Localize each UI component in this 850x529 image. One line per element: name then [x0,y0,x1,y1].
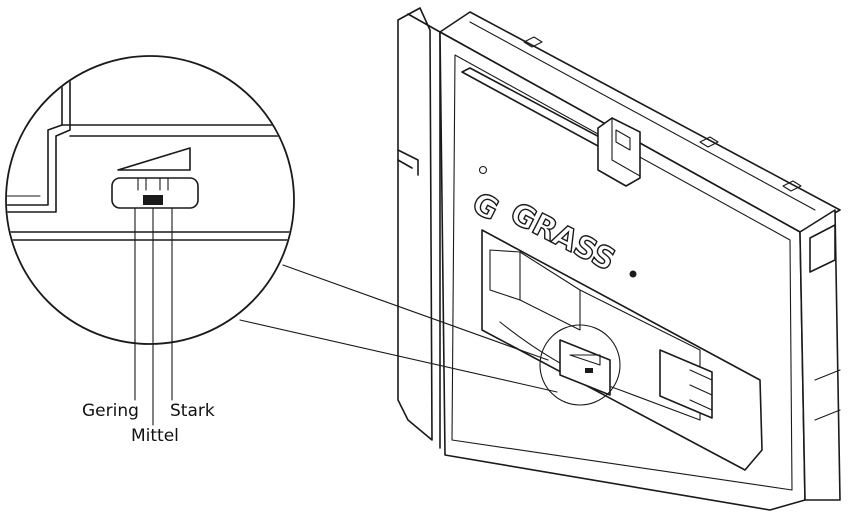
detail-wall-inner [7,59,71,213]
leader-line-top [282,264,549,361]
adjuster-slide [659,349,713,419]
label-mittel: Mittel [131,426,179,446]
top-hole-2 [699,136,719,148]
adjuster-ramp [569,354,601,366]
top-hole-1 [523,36,543,48]
window-inner-mid [519,251,581,331]
detail-magnifier [5,55,295,345]
leader-line-bottom [239,319,558,393]
zoom-source-circle [539,324,621,406]
logo-registered-dot [629,270,637,278]
label-stark: Stark [170,401,215,421]
label-gering: Gering [82,401,139,421]
adjuster-ribs [689,369,713,411]
latch-window [615,129,631,151]
detail-indicator [143,195,163,205]
left-bracket [397,7,433,441]
detail-wall-outer [7,59,63,206]
left-bracket-slot-edge [397,159,413,169]
top-hole-3 [782,180,802,192]
adjuster-marker [585,368,593,373]
detail-ramp [117,147,191,171]
front-bevel [451,54,793,491]
left-bracket-slot [397,149,419,176]
small-hole [478,165,488,175]
top-inner-edge [469,21,816,211]
right-bracket-hook [809,224,836,273]
adjuster-body [559,339,611,396]
right-bracket [799,209,841,501]
zoom-leader [239,264,621,406]
right-bracket-ribs [814,369,841,421]
drawer-runner-housing: G GRASS [397,7,841,511]
latch-tab-edge [611,117,641,177]
detail-adjuster-block [111,177,199,209]
